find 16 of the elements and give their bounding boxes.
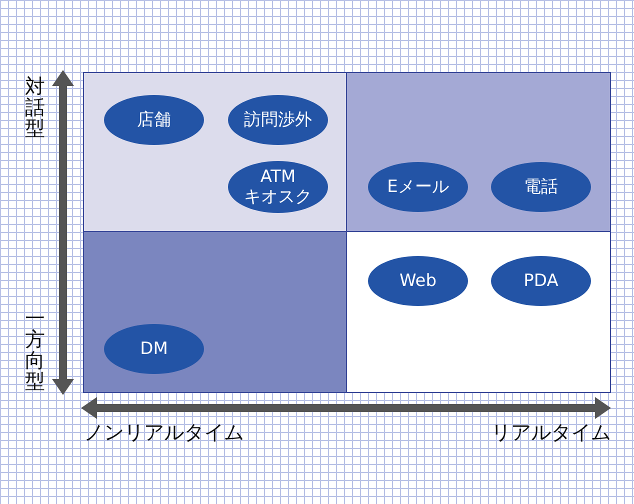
oval-node: Web <box>368 256 468 306</box>
quadrant-panel <box>83 231 347 393</box>
quadrant-panel <box>346 72 611 232</box>
oval-node: 店舗 <box>104 95 204 145</box>
oval-node: ATM キオスク <box>228 161 328 213</box>
quadrant-panel <box>83 72 347 232</box>
oval-node: DM <box>104 324 204 374</box>
axis-label: ノンリアルタイム <box>84 421 244 443</box>
quadrant-panel <box>346 231 611 393</box>
axis-label: リアルタイム <box>491 421 611 443</box>
oval-node: Eメール <box>368 162 468 212</box>
oval-node: 電話 <box>491 162 591 212</box>
axis-label: 対話型 <box>24 76 46 139</box>
oval-node: PDA <box>491 256 591 306</box>
axis-label: 一方向型 <box>24 308 46 392</box>
oval-node: 訪問渉外 <box>228 95 328 145</box>
